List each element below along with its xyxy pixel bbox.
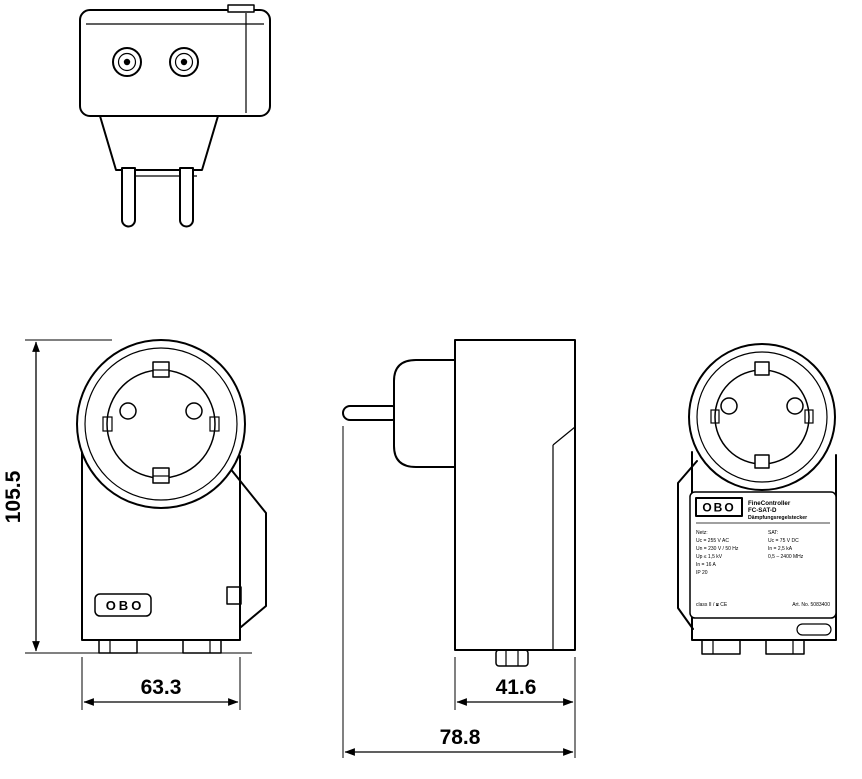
front-logo-text: OBO xyxy=(106,598,145,613)
rating-spec-left-3: Up ≤ 1,5 kV xyxy=(696,554,723,560)
front-view: OBO xyxy=(76,339,267,654)
coax-connector-right-outer-ring xyxy=(169,47,199,77)
plug-pin-right xyxy=(179,167,194,228)
socket-head-outer xyxy=(76,339,246,509)
side-slot-right xyxy=(209,416,220,432)
rating-spec-left-0: Netz: xyxy=(696,530,708,536)
coax-connector-left xyxy=(112,47,142,77)
coax-connector-right xyxy=(169,47,199,77)
rear-socket-head-ring xyxy=(696,351,828,483)
dimension-total-depth: 78.8 xyxy=(342,426,574,758)
front-view-side-flange xyxy=(228,466,267,628)
rear-socket-head-outer xyxy=(688,343,836,491)
rating-footer-left: class II / ⧈ CE xyxy=(696,602,728,608)
rating-spec-right-1: Uc = 75 V DC xyxy=(768,538,799,544)
coax-connector-left-outer-ring xyxy=(112,47,142,77)
coax-connector-left-pin xyxy=(123,58,131,66)
rear-foot-left xyxy=(701,639,741,655)
top-view xyxy=(79,4,271,228)
socket-head-ring xyxy=(84,347,238,501)
top-view-plug-shroud xyxy=(99,115,219,171)
rating-spec-left-4: In = 16 A xyxy=(696,562,717,568)
rating-spec-left-1: Uc = 255 V AC xyxy=(696,538,729,544)
side-view xyxy=(342,339,576,667)
rating-label-logo-text: OBO xyxy=(702,501,735,515)
side-slot-left xyxy=(102,416,113,432)
rear-view-side-flange xyxy=(677,460,698,630)
rear-earth-clip-bottom xyxy=(754,454,770,469)
front-foot-right xyxy=(182,639,222,654)
front-foot-left xyxy=(98,639,138,654)
rating-spec-right-0: SAT: xyxy=(768,530,778,536)
front-latch xyxy=(226,586,242,605)
rating-spec-right-2: In = 2,5 kA xyxy=(768,546,793,552)
rating-label-product-name: FineController xyxy=(748,500,791,507)
side-view-plug-shroud xyxy=(393,359,457,468)
rating-label-border xyxy=(689,491,837,619)
rear-socket-hole-right xyxy=(786,397,804,415)
dimension-body-depth: 41.6 xyxy=(454,657,576,758)
socket-hole-right xyxy=(185,402,203,420)
side-view-body-outline xyxy=(454,339,576,651)
socket-hole-left xyxy=(119,402,137,420)
rating-label-product-type: FC-SAT-D xyxy=(748,507,777,514)
front-view-body-outline xyxy=(81,451,241,641)
rear-side-slot-left xyxy=(710,409,720,424)
rear-view: OBO FineController FC-SAT-D Dämpfungsreg… xyxy=(677,343,837,655)
rating-spec-left-5: IP 20 xyxy=(696,570,708,576)
coax-connector-right-inner-ring xyxy=(174,52,194,72)
top-view-notch xyxy=(227,4,255,13)
rear-side-slot-right xyxy=(804,409,814,424)
rating-spec-left-2: Un = 230 V / 50 Hz xyxy=(696,546,739,552)
top-view-body-outline xyxy=(79,9,271,117)
dimension-front-width: 63.3 xyxy=(81,657,241,710)
dimension-depth-label: 41.6 xyxy=(496,676,537,699)
side-view-cover-bevel xyxy=(552,426,576,446)
rating-label-panel: OBO FineController FC-SAT-D Dämpfungsreg… xyxy=(689,491,837,619)
dimension-total-label: 78.8 xyxy=(440,726,481,749)
rear-oval-slot xyxy=(796,623,832,636)
dimension-height: 105.5 xyxy=(2,339,252,654)
coax-connector-right-pin xyxy=(180,58,188,66)
rating-footer-right: Art. No. 5083400 xyxy=(792,602,830,608)
rear-foot-right xyxy=(765,639,805,655)
side-view-plug-pin xyxy=(342,405,400,421)
rating-label-product-desc: Dämpfungsregelstecker xyxy=(748,515,807,521)
rating-label-logo-box xyxy=(695,497,743,517)
front-logo-box xyxy=(94,593,152,617)
side-view-bottom-stub xyxy=(495,649,529,667)
rating-spec-right-3: 0,5 – 2400 MHz xyxy=(768,554,804,560)
rear-socket-hole-left xyxy=(720,397,738,415)
dimension-width-label: 63.3 xyxy=(141,676,182,699)
coax-connector-left-inner-ring xyxy=(117,52,137,72)
dimension-height-label: 105.5 xyxy=(2,470,25,523)
plug-pin-left xyxy=(121,167,136,228)
rear-earth-clip-top xyxy=(754,361,770,376)
